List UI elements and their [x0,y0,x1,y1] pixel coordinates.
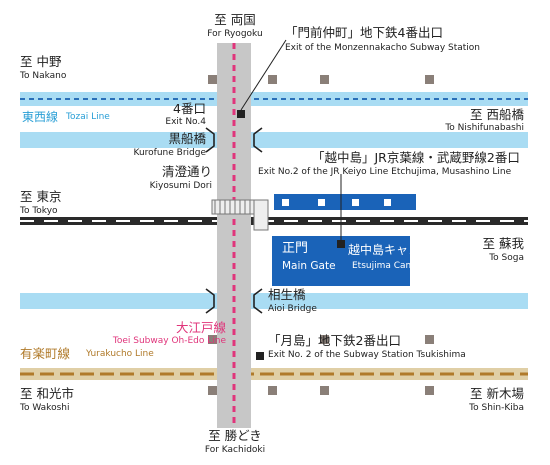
direction-nishifunabashi-jp: 至 西船橋 [470,107,524,122]
direction-nakano-en: To Nakano [20,71,67,81]
main-gate-en: Main Gate [282,260,336,272]
direction-nakano-jp: 至 中野 [20,54,62,69]
aioi-bridge-en: Aioi Bridge [268,304,317,314]
etchujima-exit-marker [337,240,345,248]
direction-shinkiba-jp: 至 新木場 [470,386,524,401]
campus-name-jp: 越中島キャンパス [348,243,445,257]
direction-south-jp: 至 勝どき [208,428,262,443]
exit-4-en: Exit No.4 [165,117,206,127]
direction-wakoshi-jp: 至 和光市 [20,386,74,401]
kurofune-bridge-bracket-left [205,127,215,153]
tsukishima-exit-marker [256,352,264,360]
oedo-line-label-en: Toei Subway Oh-Edo Line [112,336,226,346]
campus-building-north [274,194,416,210]
kurofune-bridge-jp: 黒船橋 [168,131,206,146]
etchujima-exit-en: Exit No.2 of the JR Keiyo Line Etchujima… [258,167,512,177]
direction-tokyo-jp: 至 東京 [20,189,62,204]
campus-name-en: Etsujima Campus [352,261,431,271]
direction-nishifunabashi-en: To Nishifunabashi [445,123,524,133]
direction-south-en: For Kachidoki [204,445,266,455]
kurofune-bridge-en: Kurofune Bridge [133,148,206,158]
direction-wakoshi-en: To Wakoshi [20,403,70,413]
exit-4-jp: 4番口 [173,101,206,116]
oedo-line-label-jp: 大江戸線 [175,320,226,335]
direction-tokyo-en: To Tokyo [20,206,58,216]
aioi-bridge-bracket-right [253,288,263,314]
yurakucho-line-label-en: Yurakucho Line [86,349,154,359]
kurofune-bridge-bracket-right [253,127,263,153]
kiyosumi-dori-jp: 清澄通り [161,164,212,179]
kiyosumi-dori-en: Kiyosumi Dori [149,181,212,191]
monzennakacho-exit-en: Exit of the Monzennakacho Subway Station [285,43,481,53]
direction-shinkiba-en: To Shin-Kiba [469,403,524,413]
aioi-bridge-jp: 相生橋 [268,287,306,302]
direction-soga-jp: 至 蘇我 [482,236,524,251]
direction-soga-en: To Soga [489,253,524,263]
tozai-line-label-en: Tozai Line [66,112,110,122]
aioi-bridge-bracket-left [205,288,215,314]
river-south [20,293,528,309]
direction-north-jp: 至 両国 [214,12,256,27]
main-gate-jp: 正門 [282,241,309,256]
tozai-line-label-jp: 東西線 [22,110,59,124]
monzennakacho-exit-jp: 「門前仲町」地下鉄4番出口 [285,25,443,40]
direction-north-en: For Ryogoku [207,29,263,39]
tsukishima-exit-jp: 「月島」地下鉄2番出口 [268,333,401,348]
tsukishima-exit-en: Exit No. 2 of the Subway Station Tsukish… [268,350,466,360]
river-north [20,132,528,148]
yurakucho-line-label-jp: 有楽町線 [20,346,71,361]
exit-4-marker [237,110,245,118]
etchujima-exit-jp: 「越中島」JR京葉線・武蔵野線2番口 [312,150,520,165]
